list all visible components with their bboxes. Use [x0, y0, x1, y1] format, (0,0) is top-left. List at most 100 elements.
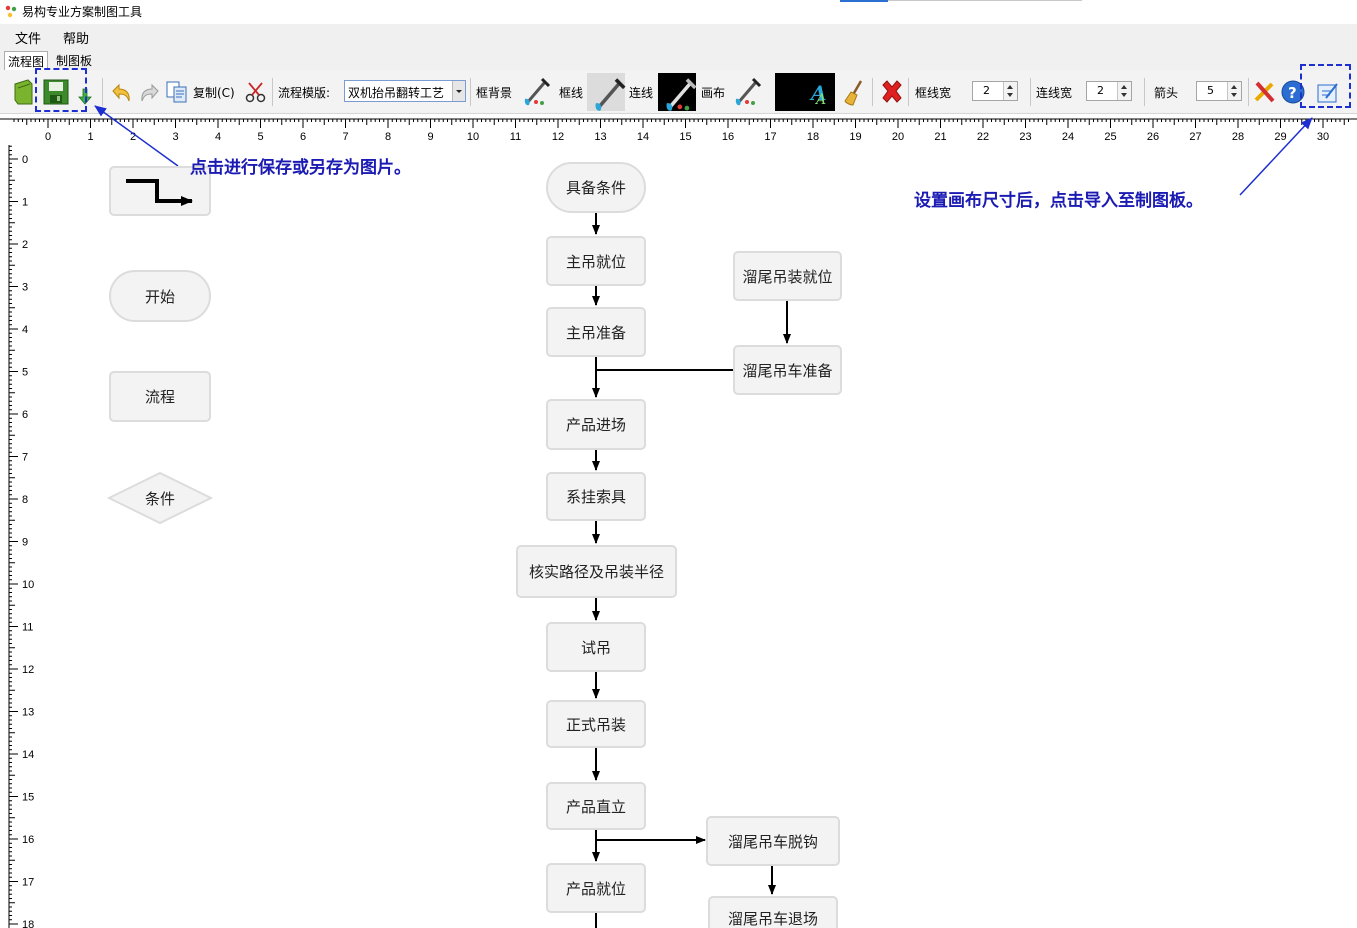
ruler-label: 7: [22, 452, 28, 464]
flow-node-side[interactable]: 溜尾吊车脱钩: [706, 816, 840, 866]
stepper-buttons[interactable]: [1003, 82, 1017, 100]
copy-icon[interactable]: [165, 80, 189, 104]
flow-node[interactable]: 核实路径及吊装半径: [516, 545, 677, 598]
copy-label[interactable]: 复制(C): [193, 86, 235, 100]
ruler-label: 12: [22, 664, 34, 676]
ruler-label: 2: [130, 131, 136, 143]
ruler-label: 20: [892, 131, 904, 143]
import-highlight-box: [1300, 64, 1351, 108]
broom-icon[interactable]: [843, 79, 865, 107]
palette-process[interactable]: 流程: [109, 371, 211, 422]
flow-node[interactable]: 具备条件: [546, 162, 646, 213]
flow-node-label: 溜尾吊车脱钩: [727, 832, 818, 851]
template-label: 流程模版:: [278, 86, 331, 100]
frame-bg-color-picker-icon[interactable]: [522, 76, 552, 108]
palette-condition[interactable]: 条件: [109, 488, 211, 508]
connector-width-value: 2: [1097, 84, 1104, 97]
canvas-label: 画布: [701, 86, 726, 100]
chevron-down-icon[interactable]: [452, 81, 465, 101]
flow-node[interactable]: 主吊准备: [546, 307, 646, 357]
import-to-board-icon[interactable]: [1316, 81, 1340, 105]
flow-node-side[interactable]: 溜尾吊车准备: [733, 345, 842, 395]
ruler-label: 16: [22, 834, 34, 846]
ruler-label: 29: [1274, 131, 1286, 143]
ruler-label: 8: [385, 131, 391, 143]
ruler-label: 12: [552, 131, 564, 143]
toolbar: 复制(C) 流程模版: 双机抬吊翻转工艺 框背景 框线 连线: [0, 70, 1357, 114]
help-icon[interactable]: ?: [1281, 79, 1305, 105]
ruler-label: 24: [1062, 131, 1074, 143]
ruler-label: 13: [22, 707, 34, 719]
delete-icon[interactable]: [879, 79, 905, 105]
stepper-buttons[interactable]: [1227, 82, 1241, 100]
flow-node[interactable]: 主吊就位: [546, 236, 646, 286]
flow-node-label: 正式吊装: [565, 715, 626, 734]
svg-text:A: A: [809, 81, 827, 105]
ruler-label: 13: [594, 131, 606, 143]
font-color-swatch[interactable]: A A: [775, 73, 835, 111]
flow-node[interactable]: 产品进场: [546, 399, 646, 450]
flow-node[interactable]: 产品直立: [546, 782, 646, 830]
tab-strip: 流程图 制图板: [0, 48, 1357, 70]
save-hint-annotation: 点击进行保存或另存为图片。: [190, 158, 411, 178]
save-icon[interactable]: [43, 79, 69, 105]
scissors-icon[interactable]: [244, 80, 268, 104]
menu-help[interactable]: 帮助: [63, 32, 90, 47]
canvas-color-picker-icon[interactable]: [733, 76, 763, 108]
flow-node-label: 主吊准备: [565, 323, 626, 342]
ruler-label: 15: [22, 792, 34, 804]
ruler-label: 14: [22, 749, 34, 761]
ruler-label: 25: [1104, 131, 1116, 143]
toolbar-separator: [470, 78, 471, 106]
flow-node-side[interactable]: 溜尾吊车退场: [708, 896, 838, 928]
connector-label: 连线: [629, 86, 654, 100]
redo-icon[interactable]: [138, 81, 162, 105]
ruler-label: 8: [22, 494, 28, 506]
ruler-label: 1: [22, 197, 28, 209]
tools-icon[interactable]: [1253, 79, 1277, 105]
frame-line-label: 框线: [559, 86, 584, 100]
title-bar: 易构专业方案制图工具: [0, 0, 1357, 24]
tab-board[interactable]: 制图板: [56, 54, 93, 68]
flow-node[interactable]: 系挂索具: [546, 472, 646, 521]
palette-process-label: 流程: [144, 388, 175, 406]
flow-node[interactable]: 试吊: [546, 622, 646, 672]
connector-width-stepper[interactable]: 2: [1086, 81, 1132, 101]
ruler-label: 22: [977, 131, 989, 143]
connector-color-swatch[interactable]: [658, 73, 697, 111]
template-select[interactable]: 双机抬吊翻转工艺: [344, 80, 466, 102]
ruler-label: 10: [22, 579, 34, 591]
undo-icon[interactable]: [109, 81, 133, 105]
palette-start[interactable]: 开始: [109, 270, 211, 322]
ruler-label: 4: [22, 324, 28, 336]
flow-node[interactable]: 正式吊装: [546, 700, 646, 748]
frame-line-color-swatch[interactable]: [587, 73, 626, 111]
ruler-label: 6: [22, 409, 28, 421]
ruler-label: 9: [427, 131, 433, 143]
flow-node-label: 试吊: [580, 638, 611, 657]
save-highlight-box: [35, 68, 87, 112]
arrow-size-stepper[interactable]: 5: [1196, 81, 1242, 101]
flow-node-label: 产品直立: [565, 797, 626, 816]
ruler-label: 23: [1019, 131, 1031, 143]
menu-file[interactable]: 文件: [15, 32, 42, 47]
toolbar-separator: [908, 78, 909, 106]
ruler-label: 7: [342, 131, 348, 143]
ruler-label: 3: [22, 282, 28, 294]
ruler-label: 27: [1189, 131, 1201, 143]
ruler-label: 15: [679, 131, 691, 143]
app-icon: [5, 5, 17, 18]
ruler-label: 17: [764, 131, 776, 143]
ruler-label: 18: [807, 131, 819, 143]
open-file-icon[interactable]: [12, 78, 36, 106]
flow-node[interactable]: 产品就位: [546, 863, 646, 913]
frame-width-stepper[interactable]: 2: [972, 81, 1018, 101]
tab-flowchart[interactable]: 流程图: [4, 51, 49, 70]
flow-node-label: 系挂索具: [565, 488, 626, 506]
ruler-label: 5: [257, 131, 263, 143]
stepper-buttons[interactable]: [1117, 82, 1131, 100]
flow-node-side[interactable]: 溜尾吊装就位: [733, 251, 842, 301]
toolbar-separator: [102, 78, 103, 106]
title-accent: [840, 0, 888, 2]
